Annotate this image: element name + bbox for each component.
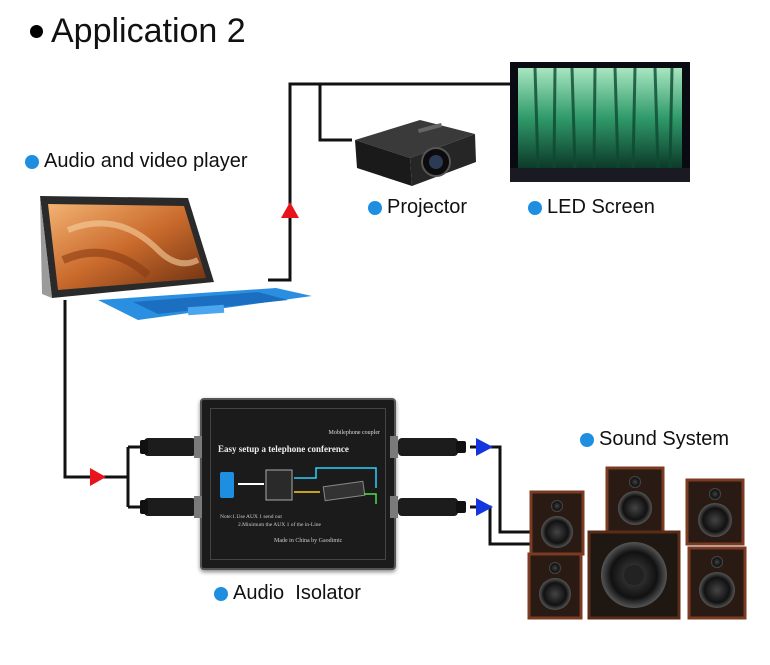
video-arrow-icon [281,202,299,218]
isolator-heading-text: Easy setup a telephone conference [218,444,349,454]
audio-input-cable [63,300,128,479]
label-sound-system: Sound System [580,428,729,451]
audio-output-cable-1 [470,445,532,534]
output-arrow-icon-1 [476,438,493,456]
xlr-input-2-icon [140,496,202,518]
led-screen-icon [510,62,690,182]
sound-system-icon [527,466,747,620]
video-cable [268,82,512,282]
bullet-icon [25,154,39,169]
bullet-icon [528,200,542,215]
laptop-icon [40,196,312,320]
label-projector: Projector [368,196,467,219]
page-title: Application 2 [30,12,246,51]
xlr-output-2-icon [390,496,466,518]
xlr-input-1-icon [140,436,202,458]
isolator-made-text: Made in China by Gaodimic [274,538,343,544]
label-led-screen: LED Screen [528,196,655,219]
projector-cable [318,84,352,142]
label-player: Audio and video player [25,150,247,173]
label-audio-isolator: Audio Isolator [214,582,361,605]
input-connectors [140,436,202,518]
xlr-output-1-icon [390,436,466,458]
title-text: Application 2 [51,12,246,50]
output-connectors [390,436,466,518]
input-arrow-icon [90,468,106,486]
output-arrow-icon-2 [476,498,493,516]
bullet-icon [214,586,228,601]
bullet-icon [368,200,382,215]
isolator-header-text: Mobilephone coupler [328,430,381,436]
isolator-note-2: 2.Minimum the AUX 1 of the in-Line [238,522,321,528]
isolator-note-1: Note:1.Use AUX 1 send out [220,514,282,520]
isolator-wiring-icon [220,467,377,504]
title-bullet-icon [30,25,43,38]
projector-icon [355,120,476,186]
bullet-icon [580,432,594,447]
audio-isolator-device: Mobilephone coupler Easy setup a telepho… [200,398,396,570]
